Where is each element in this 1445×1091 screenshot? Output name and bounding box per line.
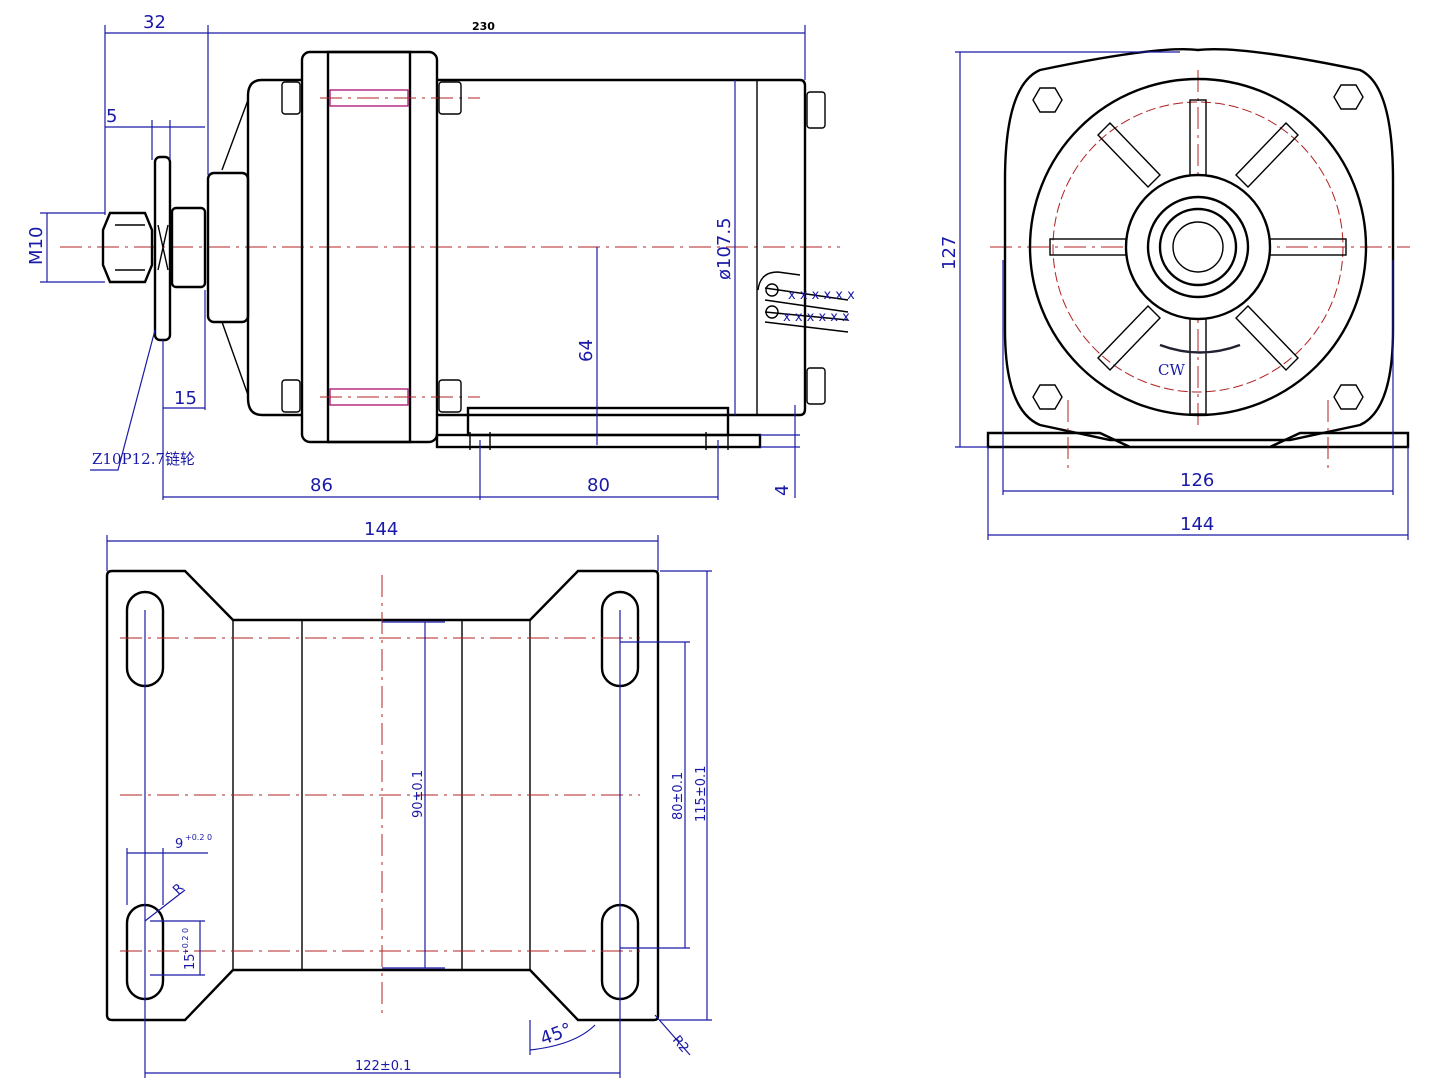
dim-127: 127 [939, 236, 960, 270]
svg-text:x x x x x x: x x x x x x [783, 310, 850, 325]
tol-9: +0.2 0 [185, 833, 212, 842]
dim-r: R [170, 881, 187, 898]
dim-115: 115±0.1 [694, 766, 709, 822]
dim-4: 4 [772, 485, 793, 496]
dim-5: 5 [106, 106, 117, 127]
dim-126: 126 [1180, 470, 1214, 491]
dim-144-front: 144 [1180, 514, 1214, 535]
dim-144-base: 144 [364, 519, 398, 540]
front-view: CW 127 126 144 [939, 47, 1410, 540]
dim-m10: M10 [26, 227, 47, 265]
dim-32: 32 [143, 12, 166, 33]
dim-80-base: 80±0.1 [671, 772, 686, 820]
dim-64: 64 [576, 339, 597, 362]
rotation-label: CW [1158, 361, 1185, 379]
dim-122: 122±0.1 [355, 1059, 411, 1074]
dim-80: 80 [587, 475, 610, 496]
side-view: x x x x x x x x x x x x 32 230 5 M10 15 … [26, 12, 855, 500]
tol-15: +0.2 0 [181, 928, 190, 955]
svg-text:x x x x x x: x x x x x x [788, 288, 855, 303]
dim-diameter: ø107.5 [714, 217, 735, 280]
dim-9: 9 [175, 837, 183, 852]
sprocket-label: Z10P12.7链轮 [92, 450, 195, 468]
dim-230: 230 [472, 20, 495, 33]
dim-15: 15 [174, 388, 197, 409]
dim-45: 45° [538, 1019, 575, 1050]
dim-86: 86 [310, 475, 333, 496]
dim-15-base: 15 [183, 953, 198, 970]
dim-90: 90±0.1 [411, 770, 426, 818]
base-plate-view: 144 90±0.1 80±0.1 115±0.1 9 +0.2 0 R 15 … [105, 519, 712, 1078]
